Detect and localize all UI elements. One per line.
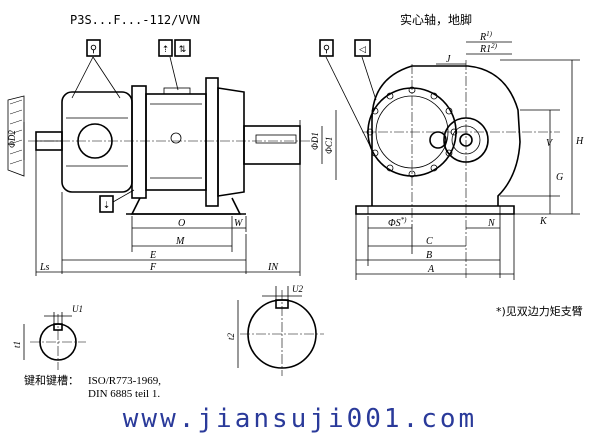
- keyway-label: 键和键槽：: [24, 373, 79, 387]
- dim-a: A: [427, 264, 435, 275]
- dim-t1: t1: [12, 341, 22, 348]
- svg-text:⚲: ⚲: [90, 44, 97, 55]
- dim-o: O: [178, 218, 185, 229]
- dim-j: J: [446, 54, 451, 65]
- dim-f: F: [149, 262, 157, 273]
- drain-icon: [99, 195, 114, 213]
- dim-phi-d2: Φ: [7, 141, 17, 148]
- svg-text:⚲: ⚲: [323, 44, 330, 55]
- dim-m: M: [175, 236, 185, 247]
- svg-text:ΦD2: ΦD2: [7, 130, 17, 148]
- side-view: ΦD2 ΦD1 ΦC1 ⚲ ⇡ ⇅ ⇣ O W M: [7, 39, 337, 276]
- vent-icon: [174, 39, 191, 57]
- svg-text:⇡: ⇡: [162, 45, 170, 55]
- keyway-std-2: DIN 6885 teil 1.: [88, 388, 160, 400]
- keyway-std-1: ISO/R773-1969,: [88, 375, 161, 387]
- dim-e: E: [149, 250, 156, 261]
- lift-eye-icon-end: [319, 39, 334, 57]
- svg-text:⇅: ⇅: [179, 45, 187, 55]
- keyway-detail-2: U2 t2: [226, 284, 324, 376]
- lift-eye-icon: [86, 39, 101, 57]
- svg-text:ΦS*): ΦS*): [388, 216, 407, 229]
- dim-h: H: [575, 136, 584, 147]
- svg-text:⇣: ⇣: [103, 201, 111, 211]
- svg-text:R12): R12): [479, 42, 498, 55]
- dim-n: N: [487, 218, 496, 229]
- svg-text:◁: ◁: [359, 45, 366, 55]
- footnote: *)见双边力矩支臂: [496, 305, 583, 318]
- variant-title: 实心轴，地脚: [400, 12, 472, 27]
- dim-g: G: [556, 172, 563, 183]
- dim-phi-c1: Φ: [324, 147, 334, 154]
- keyway-detail-1: U1 t1: [12, 304, 86, 370]
- dim-u2: U2: [292, 284, 303, 294]
- dim-phi-d1: Φ: [310, 143, 320, 150]
- dim-k: K: [539, 216, 548, 227]
- svg-text:Ls: Ls: [39, 262, 50, 273]
- dim-phi-s: Φ: [388, 218, 396, 229]
- vent-icon-end: [354, 39, 371, 57]
- end-view: ⚲ ◁ R1) R12) J V H G K: [319, 30, 584, 280]
- model-title: P3S...F...-112/VVN: [70, 13, 200, 27]
- svg-text:R1): R1): [479, 30, 493, 43]
- dim-u1: U1: [72, 304, 83, 314]
- svg-text:ΦD1: ΦD1: [310, 132, 320, 150]
- svg-text:ΦC1: ΦC1: [324, 137, 334, 154]
- dim-c: C: [426, 236, 433, 247]
- watermark-url: www.jiansuji001.com: [123, 404, 477, 434]
- dim-r: R: [479, 32, 486, 43]
- fill-plug-icon: [158, 39, 173, 57]
- dim-v: V: [546, 138, 554, 149]
- dim-t2: t2: [226, 332, 236, 340]
- dim-b: B: [426, 250, 432, 261]
- dim-r1: R1: [479, 44, 491, 55]
- dim-ls: Ls: [39, 262, 50, 273]
- dim-in: IN: [267, 262, 279, 273]
- dim-w: W: [234, 218, 244, 229]
